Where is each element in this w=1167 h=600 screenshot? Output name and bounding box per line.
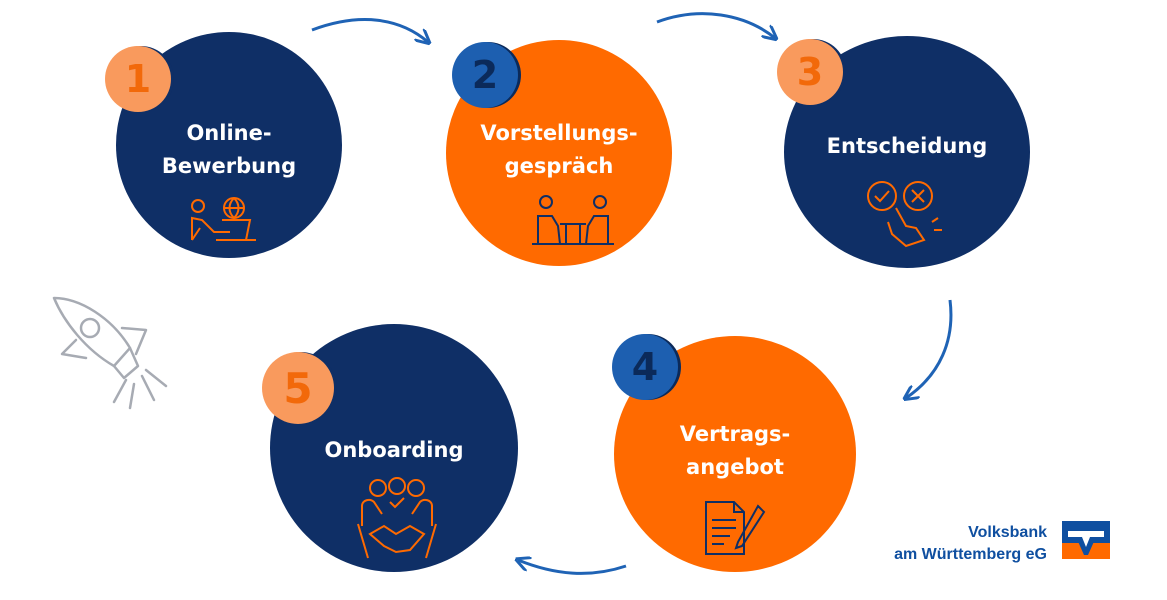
laptop-globe-icon [191,197,256,241]
step-2-label: Vorstellungs- gespräch [480,121,638,178]
brand-line-1: Volksbank [968,524,1047,541]
arrow-1-to-2 [311,18,428,42]
step-2-badge: 2 [452,42,518,108]
meeting-table-icon [532,195,614,245]
brand-line-2: am Württemberg eG [894,546,1047,563]
step-3-badge: 3 [777,39,843,105]
arrow-3-to-4 [906,299,953,398]
step-5-label: Onboarding [324,438,464,462]
arrow-2-to-3 [656,12,775,38]
step-4-badge: 4 [612,334,678,400]
step-1-label: Online- Bewerbung [161,121,297,178]
volksbank-logo-icon [1062,521,1110,559]
rocket-icon [52,296,168,410]
brand-name: Volksbank am Württemberg eG [894,522,1047,566]
arrow-4-to-5 [518,560,627,575]
check-cross-hand-icon [867,181,942,248]
step-4-label: Vertrags- angebot [679,422,791,479]
step-1-badge: 1 [105,46,171,112]
step-3-label: Entscheidung [826,134,988,158]
step-5-badge: 5 [262,352,334,424]
team-handshake-icon [357,477,437,559]
contract-pen-icon [705,501,766,555]
